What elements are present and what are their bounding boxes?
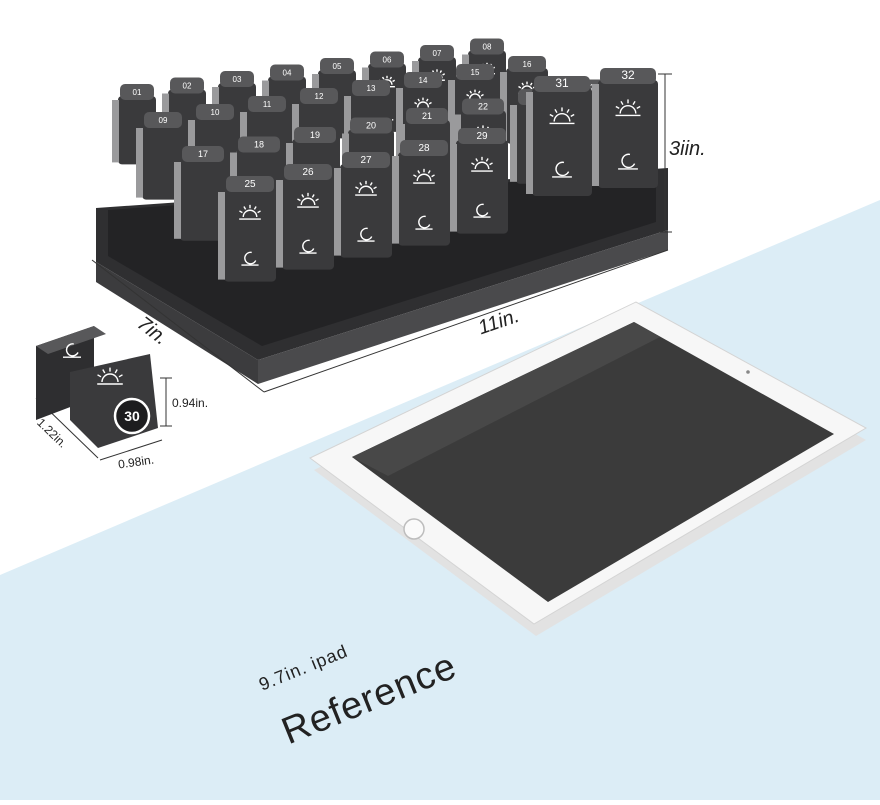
moon-icon xyxy=(618,153,638,170)
cube-number: 32 xyxy=(621,68,635,82)
moon-icon xyxy=(241,251,259,266)
cube-number: 15 xyxy=(471,68,480,77)
moon-icon xyxy=(63,343,81,358)
cube-number: 08 xyxy=(483,43,492,52)
cube-number: 27 xyxy=(360,155,372,166)
cube-number: 30 xyxy=(124,408,140,424)
moon-icon xyxy=(357,227,375,242)
sun-icon xyxy=(413,168,435,184)
ipad-home-button xyxy=(403,518,425,540)
cube-number: 13 xyxy=(367,84,376,93)
cube-height-label: 0.94in. xyxy=(172,396,209,410)
cube-number: 11 xyxy=(263,100,272,109)
cube-number: 26 xyxy=(302,167,314,178)
pill-cube-single: 30 xyxy=(36,326,158,448)
cube-number: 01 xyxy=(133,88,142,97)
cube-number: 10 xyxy=(211,108,220,117)
cube-number: 14 xyxy=(419,76,428,85)
cube-number: 04 xyxy=(283,69,292,78)
cube-number: 02 xyxy=(183,82,192,91)
cube-number: 19 xyxy=(310,130,320,140)
cube-number: 28 xyxy=(418,143,430,154)
moon-icon xyxy=(552,161,572,178)
cube-number: 16 xyxy=(523,60,532,69)
cube-number: 06 xyxy=(383,56,392,65)
pill-cube: 17 xyxy=(174,146,226,241)
sun-icon xyxy=(615,99,641,117)
pill-cube: 31 xyxy=(526,76,592,196)
cube-number: 21 xyxy=(422,111,432,121)
cube-number: 31 xyxy=(555,76,569,90)
cube-number: 09 xyxy=(159,116,168,125)
sun-icon xyxy=(471,156,493,172)
cube-number: 05 xyxy=(333,62,342,71)
pill-cube: 28 xyxy=(392,140,450,246)
cube-number: 22 xyxy=(478,102,488,112)
moon-icon xyxy=(299,239,317,254)
moon-icon xyxy=(473,203,491,218)
cube-number: 25 xyxy=(244,179,256,190)
pill-cube: 26 xyxy=(276,164,334,270)
sun-icon xyxy=(297,192,319,208)
pill-cube: 27 xyxy=(334,152,392,258)
cube-number: 20 xyxy=(366,121,376,131)
sun-icon xyxy=(549,107,575,125)
sun-icon xyxy=(97,367,123,385)
pill-cube: 25 xyxy=(218,176,276,282)
cube-number: 17 xyxy=(198,149,208,159)
pill-cube: 32 xyxy=(592,68,658,188)
sun-icon xyxy=(355,180,377,196)
ipad xyxy=(309,301,868,636)
cube-number: 29 xyxy=(476,131,488,142)
cube-number: 07 xyxy=(433,49,442,58)
sun-icon xyxy=(239,204,261,220)
cube-number: 12 xyxy=(315,92,324,101)
cube-number: 03 xyxy=(233,75,242,84)
height-label: 3iin. xyxy=(669,138,706,160)
cube-number: 18 xyxy=(254,140,264,150)
pill-cube-grid: 01 02 03 04 05 06 07 08 09 10 11 12 13 14 15 16 17 18 19 20… xyxy=(112,38,658,282)
dimension-lines xyxy=(35,73,672,461)
pill-cube: 09 xyxy=(136,112,184,200)
moon-icon xyxy=(415,215,433,230)
pill-cube: 29 xyxy=(450,128,508,234)
ipad-screen xyxy=(352,322,834,602)
loose-cube-pair: 30 xyxy=(36,326,158,448)
